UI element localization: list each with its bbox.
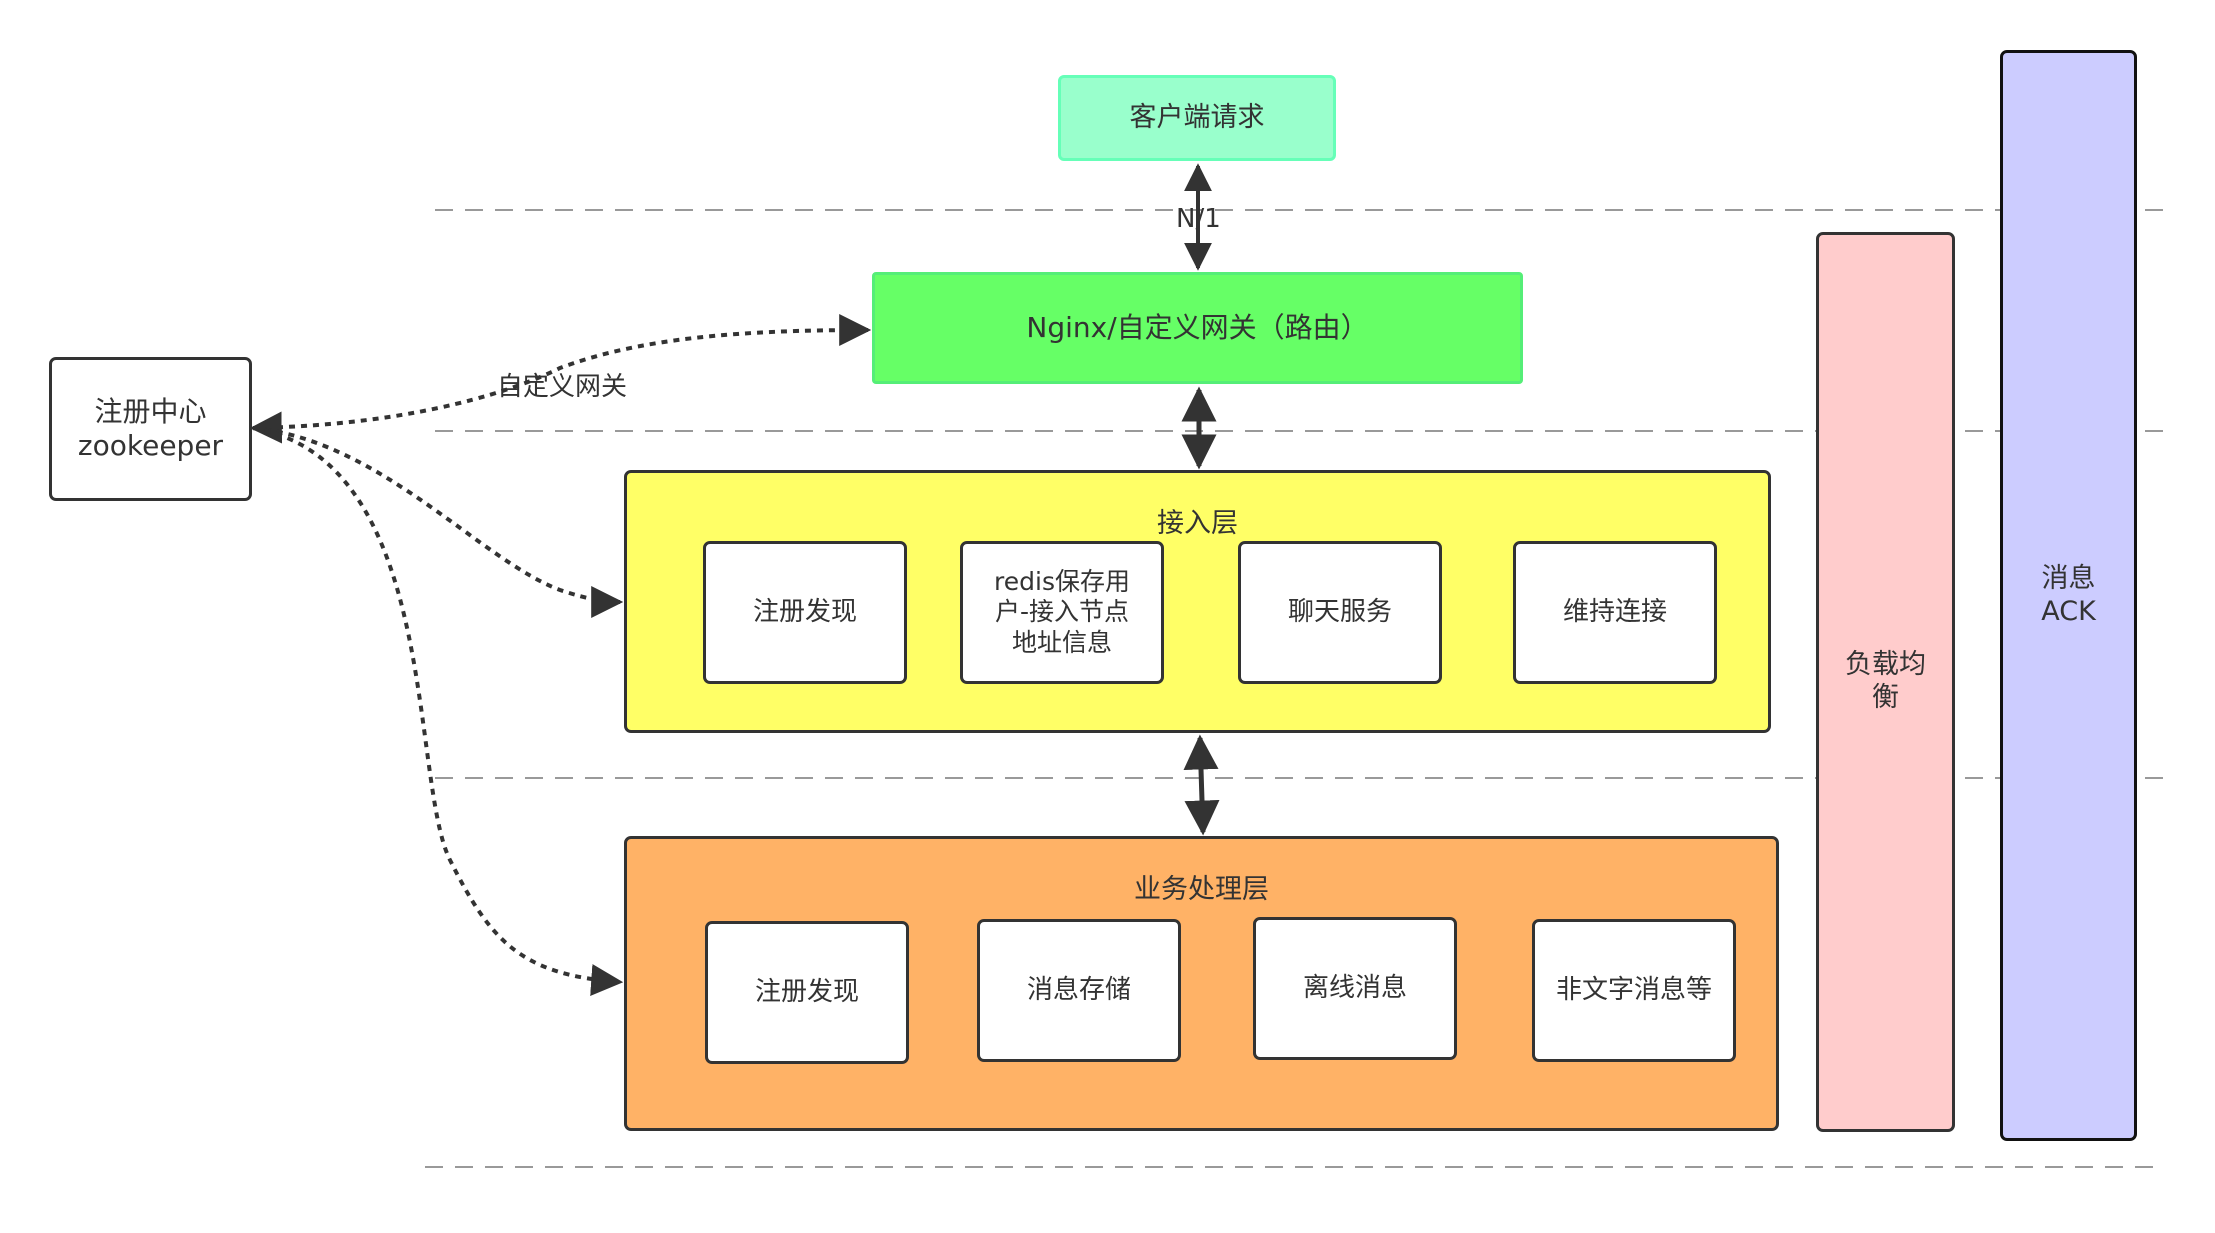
registry-title: 注册中心 [94, 394, 207, 428]
gateway-label: Nginx/自定义网关（路由） [1026, 310, 1369, 344]
business-item-label: 注册发现 [754, 976, 859, 1007]
business-item-message-storage: 消息存储 [977, 919, 1181, 1062]
business-item-offline-messages: 离线消息 [1253, 917, 1457, 1060]
access-layer: 接入层 注册发现 redis保存用户-接入节点地址信息 聊天服务 维持连接 [624, 470, 1771, 733]
message-ack-box: 消息 ACK [2000, 50, 2137, 1141]
custom-gateway-edge-label: 自定义网关 [497, 372, 628, 402]
message-ack-line1: 消息 [2041, 562, 2096, 594]
load-balance-label: 负载均衡 [1845, 649, 1926, 713]
load-balance-box: 负载均衡 [1816, 232, 1955, 1132]
business-item-label: 消息存储 [1026, 974, 1131, 1005]
business-item-label: 离线消息 [1302, 972, 1407, 1003]
registry-business-connector [252, 426, 624, 996]
access-item-label: 维持连接 [1562, 596, 1667, 627]
access-item-redis-info: redis保存用户-接入节点地址信息 [960, 541, 1164, 684]
business-item-label: 非文字消息等 [1555, 974, 1712, 1005]
client-request-label: 客户端请求 [1129, 101, 1265, 133]
access-item-keep-alive: 维持连接 [1513, 541, 1717, 684]
business-item-service-discovery: 注册发现 [705, 921, 909, 1064]
message-ack-line2: ACK [2041, 595, 2096, 627]
client-request-box: 客户端请求 [1058, 75, 1336, 161]
access-item-label: 聊天服务 [1287, 596, 1392, 627]
business-item-non-text-messages: 非文字消息等 [1532, 919, 1736, 1062]
registry-access-connector [252, 426, 624, 618]
access-business-arrow [1183, 734, 1220, 836]
registry-box: 注册中心 zookeeper [49, 357, 252, 501]
access-item-service-discovery: 注册发现 [703, 541, 907, 684]
access-layer-title: 接入层 [1157, 508, 1238, 539]
registry-subtitle: zookeeper [77, 429, 224, 462]
access-item-chat-service: 聊天服务 [1238, 541, 1442, 684]
access-item-label: redis保存用户-接入节点地址信息 [994, 566, 1130, 657]
gateway-box: Nginx/自定义网关（路由） [872, 272, 1523, 384]
registry-gateway-connector [249, 314, 872, 444]
business-layer: 业务处理层 注册发现 消息存储 离线消息 非文字消息等 [624, 836, 1779, 1131]
business-layer-title: 业务处理层 [1134, 874, 1269, 905]
n-to-1-label: N/1 [1176, 204, 1221, 234]
access-item-label: 注册发现 [752, 596, 857, 627]
